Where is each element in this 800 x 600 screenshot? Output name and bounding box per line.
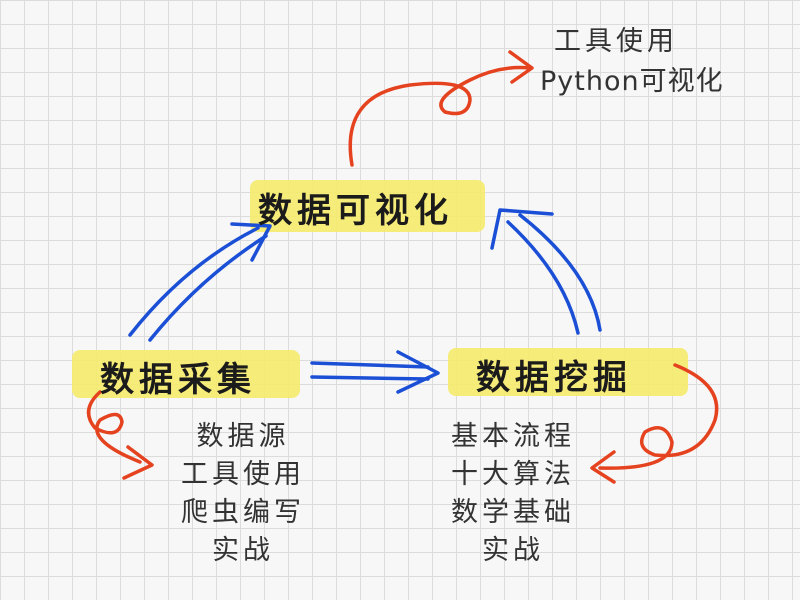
notes-visualization: 工具使用 Python可视化: [540, 22, 724, 102]
highlights: [72, 180, 688, 398]
notes-collection: 数据源 工具使用 爬虫编写 实战: [168, 418, 318, 570]
arrow-visualization-to-tools: [348, 50, 534, 167]
node-mining: 数据挖掘: [476, 358, 632, 398]
arrow-collection-to-notes: [86, 390, 154, 480]
arrow-mining-to-visualization: [490, 208, 602, 335]
note-collection-2: 工具使用: [181, 459, 305, 490]
arrow-collection-to-mining: [310, 350, 440, 394]
highlight-collection: [72, 350, 300, 398]
note-mining-2: 十大算法: [451, 459, 575, 490]
node-collection: 数据采集: [100, 360, 256, 400]
arrow-collection-to-visualization: [128, 222, 272, 342]
note-collection-4: 实战: [212, 535, 274, 566]
note-mining-1: 基本流程: [451, 421, 575, 452]
arrow-mining-to-notes: [590, 363, 719, 484]
note-visualization-2: Python可视化: [540, 66, 724, 97]
node-visualization: 数据可视化: [258, 191, 453, 231]
note-visualization-1: 工具使用: [554, 26, 678, 57]
note-collection-3: 爬虫编写: [181, 497, 305, 528]
highlight-visualization: [250, 180, 485, 232]
highlight-mining: [448, 348, 688, 396]
note-mining-3: 数学基础: [451, 497, 575, 528]
note-mining-4: 实战: [482, 535, 544, 566]
notes-mining: 基本流程 十大算法 数学基础 实战: [438, 418, 588, 570]
note-collection-1: 数据源: [196, 421, 290, 452]
